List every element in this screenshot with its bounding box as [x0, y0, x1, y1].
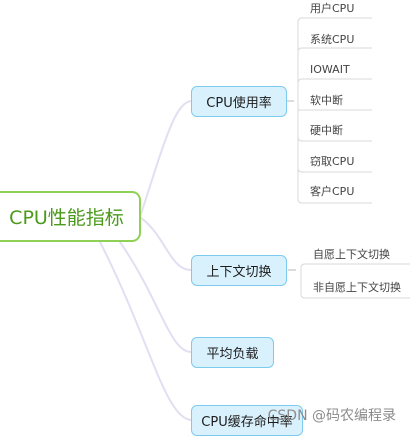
connector-leaf-involuntary — [300, 270, 410, 299]
leaf-steal-cpu[interactable]: 窃取CPU — [310, 155, 355, 168]
leaf-guest-cpu[interactable]: 客户CPU — [310, 185, 355, 198]
leaf-hardirq[interactable]: 硬中断 — [310, 124, 343, 137]
leaf-voluntary-switch[interactable]: 自愿上下文切换 — [313, 248, 390, 261]
connector-leaf-iowait — [297, 78, 372, 84]
connector-root-cache-hit — [99, 241, 192, 421]
watermark: CSDN @码农编程录 — [267, 408, 396, 424]
leaf-user-cpu[interactable]: 用户CPU — [310, 2, 355, 15]
leaf-system-cpu[interactable]: 系统CPU — [310, 33, 355, 46]
connector-root-load-average — [119, 241, 192, 353]
leaf-involuntary-switch[interactable]: 非自愿上下文切换 — [313, 281, 401, 294]
connector-root-cpu-usage — [140, 100, 192, 215]
leaf-softirq[interactable]: 软中断 — [310, 94, 343, 107]
connector-leaf-system-cpu — [297, 47, 372, 53]
topic-load-average[interactable]: 平均负载 — [191, 337, 274, 368]
connector-leaf-user-cpu — [297, 17, 372, 101]
topic-context-switch[interactable]: 上下文切换 — [191, 255, 287, 286]
root-node[interactable]: CPU性能指标 — [0, 191, 141, 242]
connector-leaf-voluntary — [300, 263, 410, 270]
leaf-iowait[interactable]: IOWAIT — [310, 63, 350, 76]
connector-root-context-switch — [140, 217, 192, 271]
connector-leaf-guest-cpu — [297, 101, 372, 204]
topic-cpu-usage[interactable]: CPU使用率 — [191, 86, 287, 117]
